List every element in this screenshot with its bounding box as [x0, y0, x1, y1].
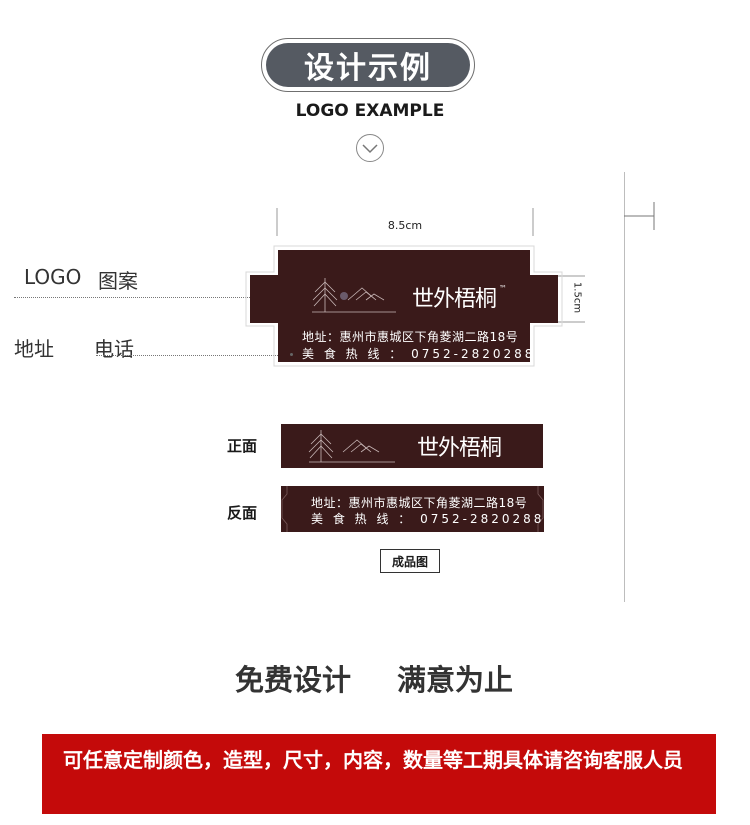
slogan-free-design: 免费设计 [235, 663, 352, 697]
front-label: 正面 [227, 437, 258, 455]
banner-text: 可任意定制颜色，造型，尺寸，内容，数量等工期具体请咨询客服人员 [63, 748, 683, 772]
slogan-satisfaction: 满意为止 [397, 663, 514, 697]
address-leader-line [96, 355, 292, 356]
page-title: 设计示例 [266, 43, 470, 87]
logo-label-cn: 图案 [98, 269, 138, 293]
tag-dot-marker [290, 353, 293, 356]
tree-mountain-icon [312, 278, 396, 313]
tag-outline [245, 245, 563, 367]
product-label: 成品图 [380, 549, 440, 573]
tree-mountain-icon [308, 430, 395, 463]
logo-label-latin: LOGO [24, 265, 82, 289]
page-subtitle: LOGO EXAMPLE [295, 101, 445, 121]
width-dimension-line [276, 208, 534, 236]
back-label: 反面 [227, 504, 258, 522]
height-label: 1.5cm [571, 281, 583, 314]
tag-phone: 美 食 热 线 ： 0752-2820288 [302, 347, 536, 361]
back-phone: 美 食 热 线 ： 0752-2820288 [311, 512, 545, 526]
logo-leader-line [14, 297, 344, 298]
chevron-down-icon[interactable] [356, 134, 384, 162]
title-pill-border [261, 38, 475, 92]
phone-label: 电话 [94, 337, 134, 361]
brand-logo-text: 世外梧桐 [417, 436, 502, 461]
trademark-mark: ™ [499, 284, 507, 293]
brand-logo-text: 世外梧桐 [412, 287, 497, 312]
info-banner [42, 734, 716, 814]
height-dimension-line [555, 275, 585, 323]
front-tag: 世外梧桐 [281, 424, 543, 468]
back-tag-shape [281, 486, 544, 532]
width-label: 8.5cm [387, 219, 423, 232]
address-label: 地址 [14, 337, 54, 361]
back-address: 地址：惠州市惠城区下角菱湖二路18号 [311, 496, 528, 510]
right-divider [624, 172, 625, 602]
tag-address: 地址：惠州市惠城区下角菱湖二路18号 [302, 330, 519, 344]
bracket-mark [624, 202, 655, 230]
